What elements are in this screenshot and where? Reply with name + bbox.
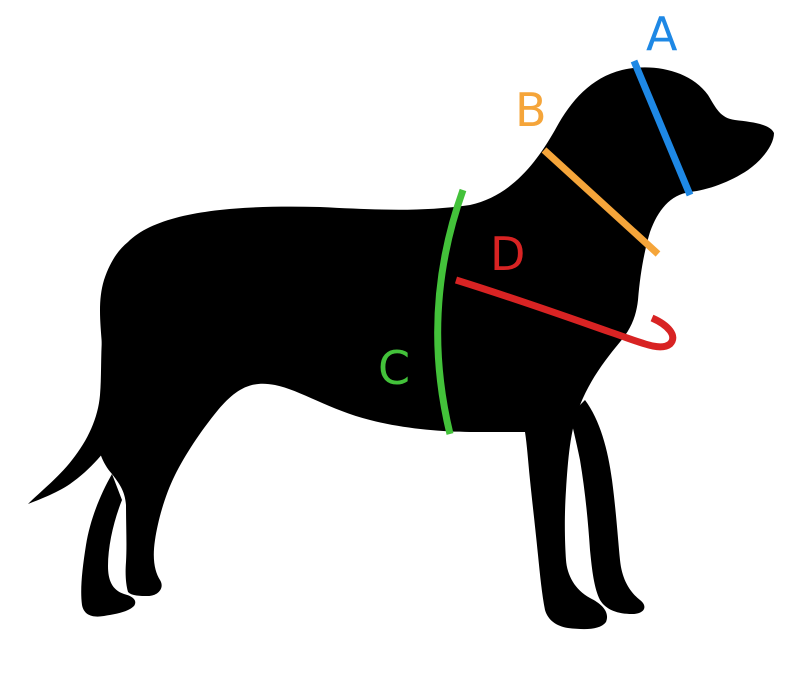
label-d: D <box>490 227 525 281</box>
label-c: C <box>378 341 410 395</box>
label-b: B <box>515 83 547 137</box>
dog-tail <box>28 300 129 504</box>
measurement-line-c <box>434 188 467 435</box>
dog-front-leg-far <box>570 400 645 614</box>
measurement-line-d <box>454 276 677 351</box>
measurement-line-b <box>541 147 661 257</box>
dog-hind-leg-far <box>81 474 136 617</box>
measurement-line-a <box>630 59 694 197</box>
label-a: A <box>646 7 678 61</box>
